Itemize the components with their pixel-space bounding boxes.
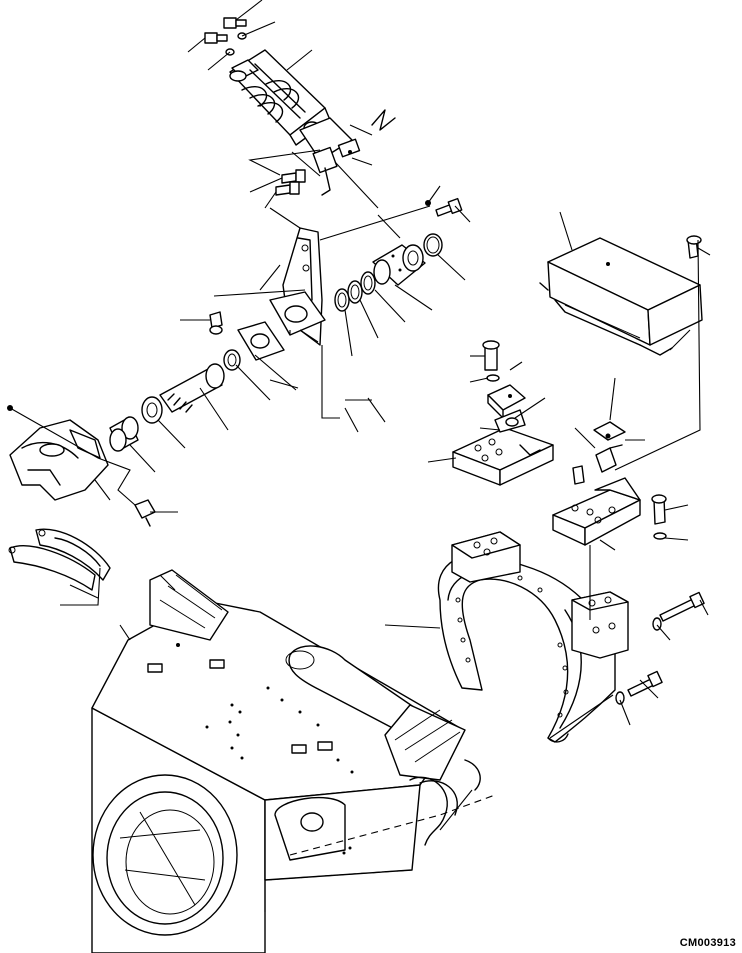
- caliper-housing: [7, 405, 156, 527]
- heater-core-assembly: [229, 49, 331, 146]
- switch-block: [482, 340, 526, 433]
- turntable-ring-frame: [437, 531, 629, 743]
- servo-motor-link: [299, 109, 396, 196]
- drawing-code: CM003913: [679, 937, 736, 949]
- control-box: [539, 235, 703, 356]
- brake-pads: [8, 528, 111, 591]
- fitting-left: [209, 311, 223, 335]
- ring-bolts: [615, 591, 705, 705]
- main-frame-body: [91, 569, 481, 953]
- sensor-bracket-plate: [452, 427, 554, 486]
- valve-body: [372, 244, 426, 286]
- mounting-plate-right: [552, 421, 667, 546]
- bolt-pair-left: [275, 169, 306, 196]
- mounting-bracket: [269, 227, 326, 346]
- gasket-plate: [237, 321, 285, 361]
- seal-ring-stack: [334, 271, 376, 312]
- adapter-shaft: [159, 349, 241, 413]
- bearing-collar: [109, 396, 163, 452]
- o-ring-right: [423, 233, 443, 257]
- leader-lines: [9, 0, 711, 856]
